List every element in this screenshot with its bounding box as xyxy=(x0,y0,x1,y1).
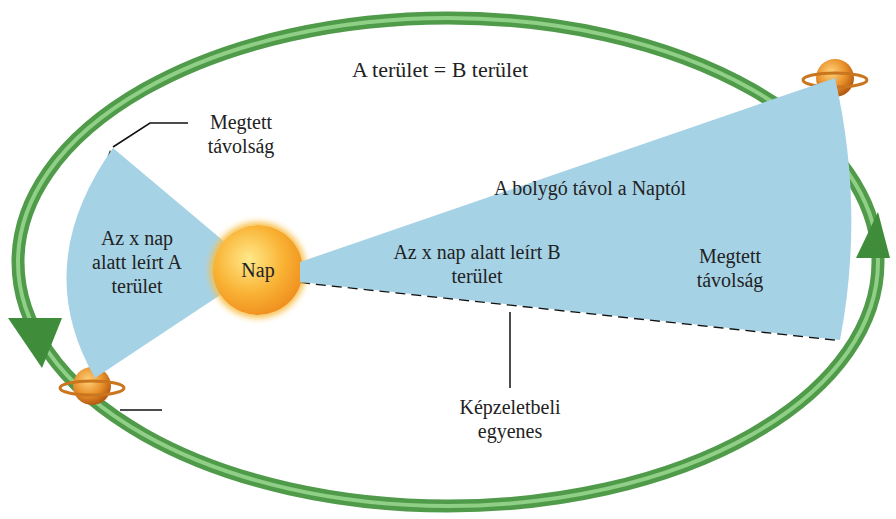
orbit-arrowhead xyxy=(856,212,890,258)
wedge-shape xyxy=(290,60,850,350)
orbit-arrowhead xyxy=(8,318,62,368)
callout-label: A bolygó távol a Naptól xyxy=(480,176,700,200)
callout-label: Képzeletbeli egyenes xyxy=(430,395,590,443)
node-text: Megtett távolság xyxy=(678,244,782,292)
leader-line xyxy=(509,312,511,388)
planet xyxy=(60,367,124,405)
node-text: Nap xyxy=(213,258,303,282)
leader-line xyxy=(113,123,188,147)
orbit-highlight xyxy=(18,18,878,506)
area-wedge: Az x nap alatt leírt B terület Megtett tá… xyxy=(290,60,850,350)
diagram-title: A terület = B terület xyxy=(270,57,610,83)
area-wedge: Az x nap alatt leírt A terület xyxy=(60,140,220,385)
sun-circle: Nap xyxy=(213,225,303,315)
node-text: Az x nap alatt leírt B terület xyxy=(382,240,572,288)
callout-label: Megtett távolság xyxy=(193,110,289,158)
node-text: Az x nap alatt leírt A terület xyxy=(82,226,192,298)
leader-line xyxy=(120,409,162,411)
orbit-ellipse xyxy=(18,18,878,506)
